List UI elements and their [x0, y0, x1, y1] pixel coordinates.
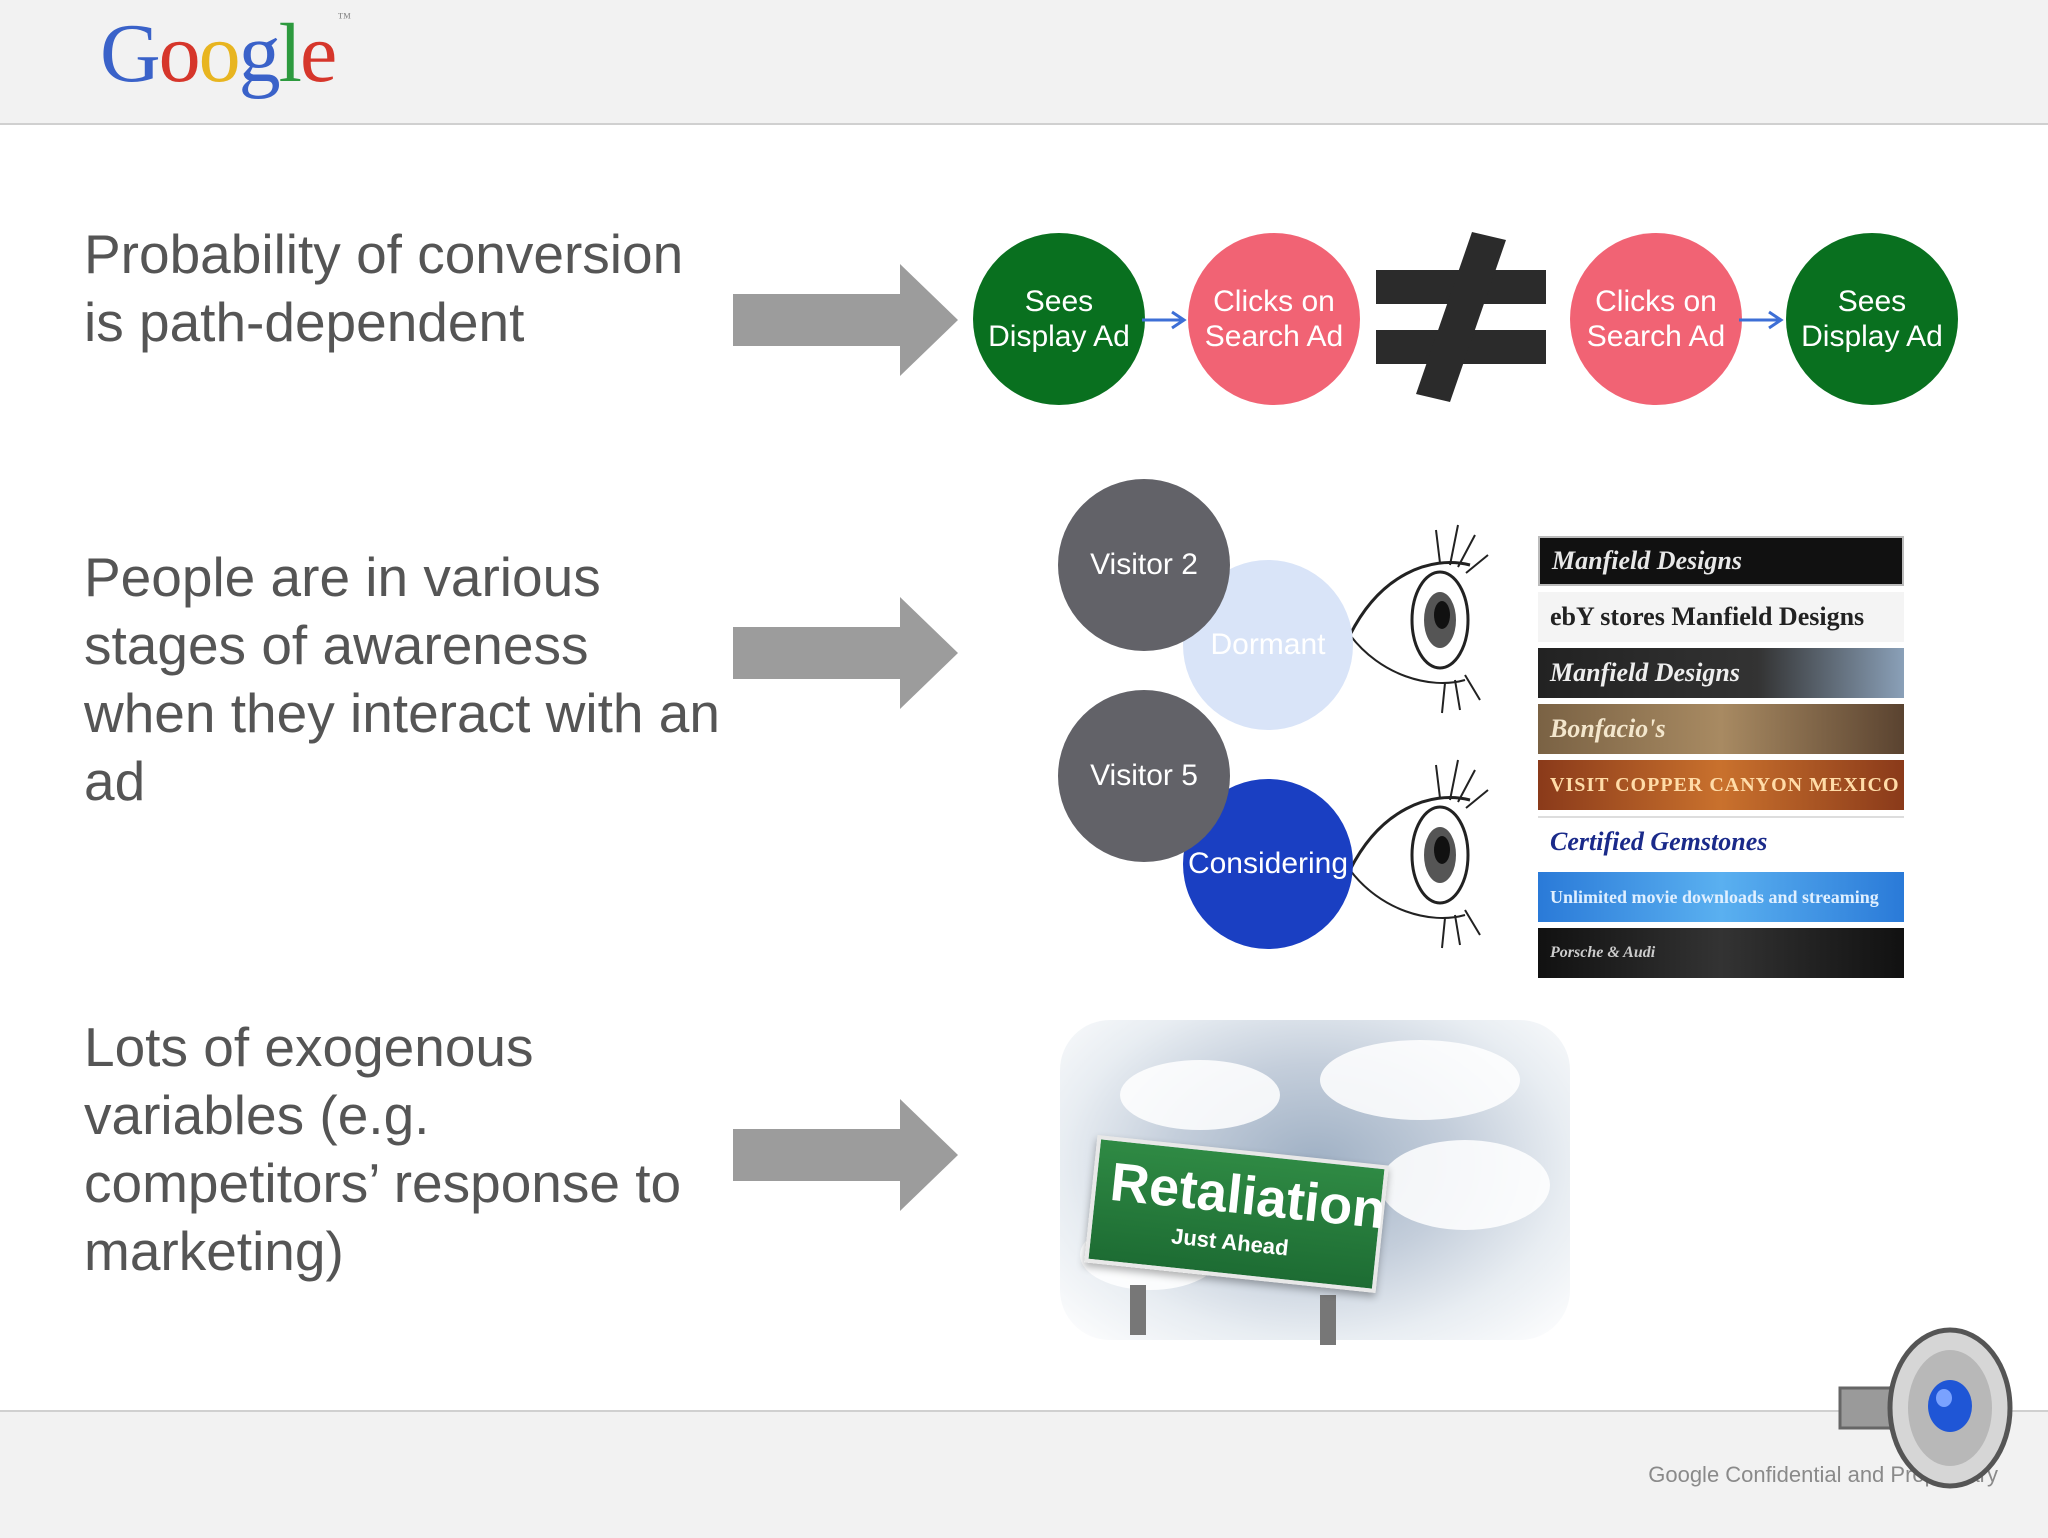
- ad-banner: ebY stores Manfield Designs: [1538, 592, 1904, 642]
- node-clicks-search-ad: Clicks on Search Ad: [1188, 233, 1360, 405]
- logo-letter: e: [300, 7, 337, 100]
- ad-banner: VISIT COPPER CANYON MEXICO: [1538, 760, 1904, 810]
- node-label: Sees Display Ad: [1801, 285, 1943, 353]
- ad-banner-stack: Manfield Designs ebY stores Manfield Des…: [1538, 536, 1904, 984]
- state-label: Dormant: [1210, 628, 1326, 661]
- node-label: Clicks on Search Ad: [1586, 285, 1726, 353]
- node-sees-display-ad: Sees Display Ad: [1786, 233, 1958, 405]
- eye-icon: [1348, 759, 1489, 949]
- arrow-connector-icon: [1142, 310, 1187, 330]
- cloud-shape: [1320, 1040, 1520, 1120]
- sign-post: [1130, 1285, 1146, 1335]
- ad-banner: Porsche & Audi: [1538, 928, 1904, 978]
- ad-banner: Manfield Designs: [1538, 536, 1904, 586]
- ad-banner: Manfield Designs: [1538, 648, 1904, 698]
- statement-exogenous: Lots of exogenous variables (e.g. compet…: [84, 1016, 682, 1282]
- statement-path-dependent: Probability of conversion is path-depend…: [84, 223, 684, 353]
- visitor-label: Visitor 2: [1090, 548, 1198, 581]
- visitor-5-circle: Visitor 5: [1058, 690, 1230, 862]
- ad-banner: Unlimited movie downloads and streaming: [1538, 872, 1904, 922]
- eye-icon: [1348, 524, 1489, 714]
- right-arrow-icon: [733, 264, 958, 376]
- state-considering: Considering: [1183, 779, 1353, 949]
- state-dormant: Dormant: [1183, 560, 1353, 730]
- node-label: Sees Display Ad: [988, 285, 1130, 353]
- cloud-shape: [1120, 1060, 1280, 1130]
- sign-post: [1320, 1295, 1336, 1345]
- logo-letter: g: [238, 7, 281, 100]
- not-equal-icon: [1376, 232, 1546, 402]
- ad-banner: Bonfacio's: [1538, 704, 1904, 754]
- node-label: Clicks on Search Ad: [1204, 285, 1344, 353]
- statement-awareness: People are in various stages of awarenes…: [84, 546, 720, 812]
- logo-letter: G: [100, 7, 161, 100]
- right-arrow-icon: [733, 597, 958, 709]
- logo-trademark: ™: [337, 11, 351, 26]
- node-sees-display-ad: Sees Display Ad: [973, 233, 1145, 405]
- visitor-2-circle: Visitor 2: [1058, 479, 1230, 651]
- speaker-icon[interactable]: [1830, 1318, 2030, 1498]
- logo-letter: o: [198, 7, 241, 100]
- arrow-connector-icon: [1739, 310, 1784, 330]
- slide-footer: Google Confidential and Proprietary: [0, 1410, 2048, 1538]
- sign-text: Retaliation: [1107, 1151, 1389, 1241]
- logo-letter: l: [278, 7, 302, 100]
- visitor-label: Visitor 5: [1090, 759, 1198, 792]
- right-arrow-icon: [733, 1099, 958, 1211]
- logo-letter: o: [158, 7, 201, 100]
- cloud-shape: [1380, 1140, 1550, 1230]
- state-label: Considering: [1187, 847, 1349, 880]
- ad-banner: Certified Gemstones: [1538, 816, 1904, 866]
- node-clicks-search-ad: Clicks on Search Ad: [1570, 233, 1742, 405]
